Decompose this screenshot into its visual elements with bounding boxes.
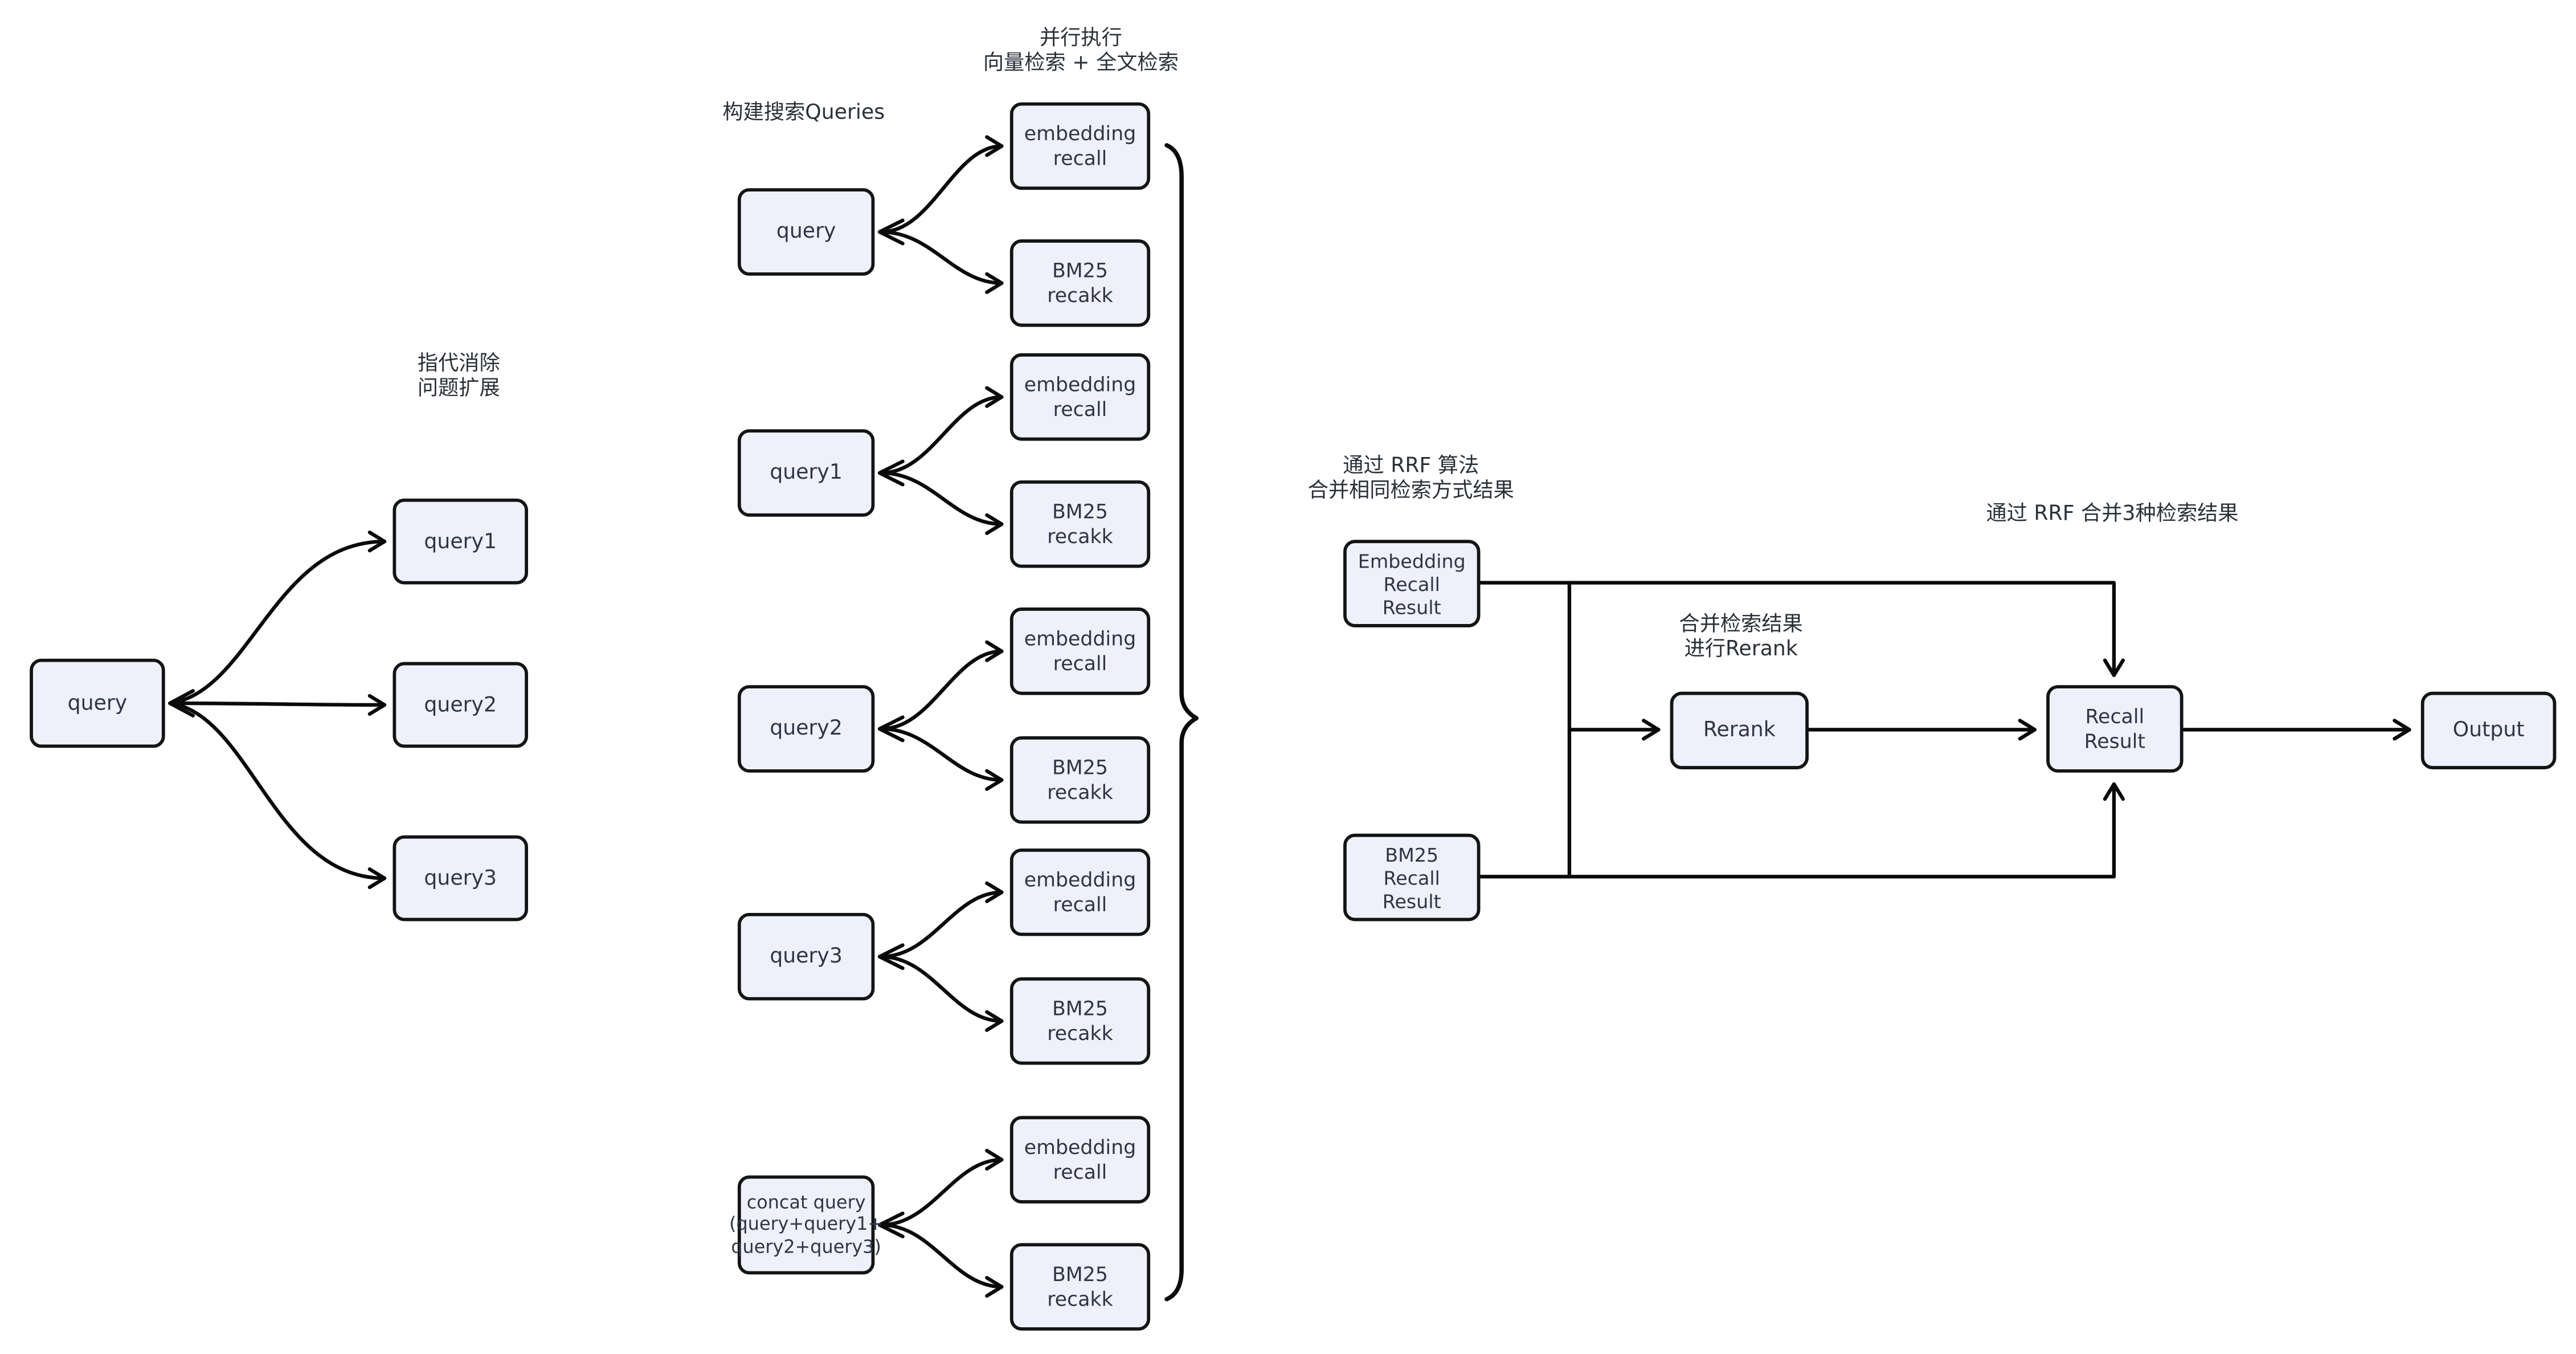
label-parallel-execution: 并行执行 向量检索 + 全文检索: [983, 25, 1179, 74]
edge-query-to-query2: [168, 694, 387, 716]
edge-query-to-query3: [168, 701, 387, 890]
node-query2-mid: query2: [737, 685, 875, 773]
edge-midquery3-to-er4: [879, 881, 1004, 959]
node-bm25-recall-1: BM25 recakk: [1009, 239, 1151, 327]
edge-midquery-to-er1: [879, 135, 1004, 234]
node-embedding-recall-3: embedding recall: [1009, 607, 1151, 695]
node-recall-result: Recall Result: [2046, 685, 2184, 773]
node-bm25-recall-5: BM25 recakk: [1009, 1243, 1151, 1331]
label-rrf-merge-same-method: 通过 RRF 算法 合并相同检索方式结果: [1307, 452, 1514, 501]
node-query1-mid: query1: [737, 429, 875, 517]
fan-origin-chevron-concat: [877, 1212, 905, 1238]
node-query1-left: query1: [392, 498, 529, 585]
node-embedding-recall-5: embedding recall: [1009, 1116, 1151, 1204]
edge-midquery2-to-er3: [879, 640, 1004, 731]
label-build-queries: 构建搜索Queries: [722, 99, 885, 124]
node-bm25-recall-3: BM25 recakk: [1009, 736, 1151, 824]
node-embedding-recall-result: Embedding Recall Result: [1343, 540, 1481, 627]
node-query-mid: query: [737, 188, 875, 276]
node-bm25-recall-4: BM25 recakk: [1009, 977, 1151, 1065]
edge-concat-to-er5: [879, 1148, 1004, 1227]
node-output: Output: [2420, 691, 2557, 769]
node-embedding-recall-2: embedding recall: [1009, 353, 1151, 441]
node-bm25-recall-result: BM25 Recall Result: [1343, 833, 1481, 921]
edge-query-to-query1: [168, 531, 387, 705]
label-coreference-expansion: 指代消除 问题扩展: [417, 350, 500, 399]
node-query-left: query: [30, 658, 165, 748]
node-embedding-recall-1: embedding recall: [1009, 102, 1151, 190]
fan-origin-chevron-left: [168, 689, 195, 717]
node-query3-mid: query3: [737, 912, 875, 1001]
node-query3-left: query3: [392, 835, 529, 921]
node-query2-left: query2: [392, 662, 529, 748]
node-embedding-recall-4: embedding recall: [1009, 849, 1151, 936]
fan-origin-chevron-midquery3: [877, 943, 905, 970]
fan-origin-chevron-midquery1: [877, 459, 905, 487]
node-bm25-recall-2: BM25 recakk: [1009, 480, 1151, 568]
gather-brace: [1164, 143, 1199, 1302]
label-rrf-merge-three: 通过 RRF 合并3种检索结果: [1986, 500, 2239, 525]
node-concat-query: concat query (query+query1+ query2+query…: [729, 1175, 883, 1275]
fan-origin-chevron-midquery2: [877, 715, 905, 743]
edge-midquery2-to-bm3: [879, 727, 1004, 791]
edge-midquery-to-bm1: [879, 230, 1004, 294]
edge-bm25rr-to-recallresult-bottom: [1478, 782, 2125, 879]
fan-origin-chevron-midquery: [877, 218, 905, 246]
edge-concat-to-bm5: [879, 1223, 1004, 1298]
edge-midquery1-to-er2: [879, 386, 1004, 475]
edge-embrr-to-recallresult-top: [1478, 581, 2125, 678]
edge-midquery1-to-bm2: [879, 471, 1004, 535]
label-merge-and-rerank: 合并检索结果 进行Rerank: [1679, 610, 1803, 660]
edge-midquery3-to-bm4: [879, 955, 1004, 1032]
node-rerank: Rerank: [1670, 691, 1809, 769]
